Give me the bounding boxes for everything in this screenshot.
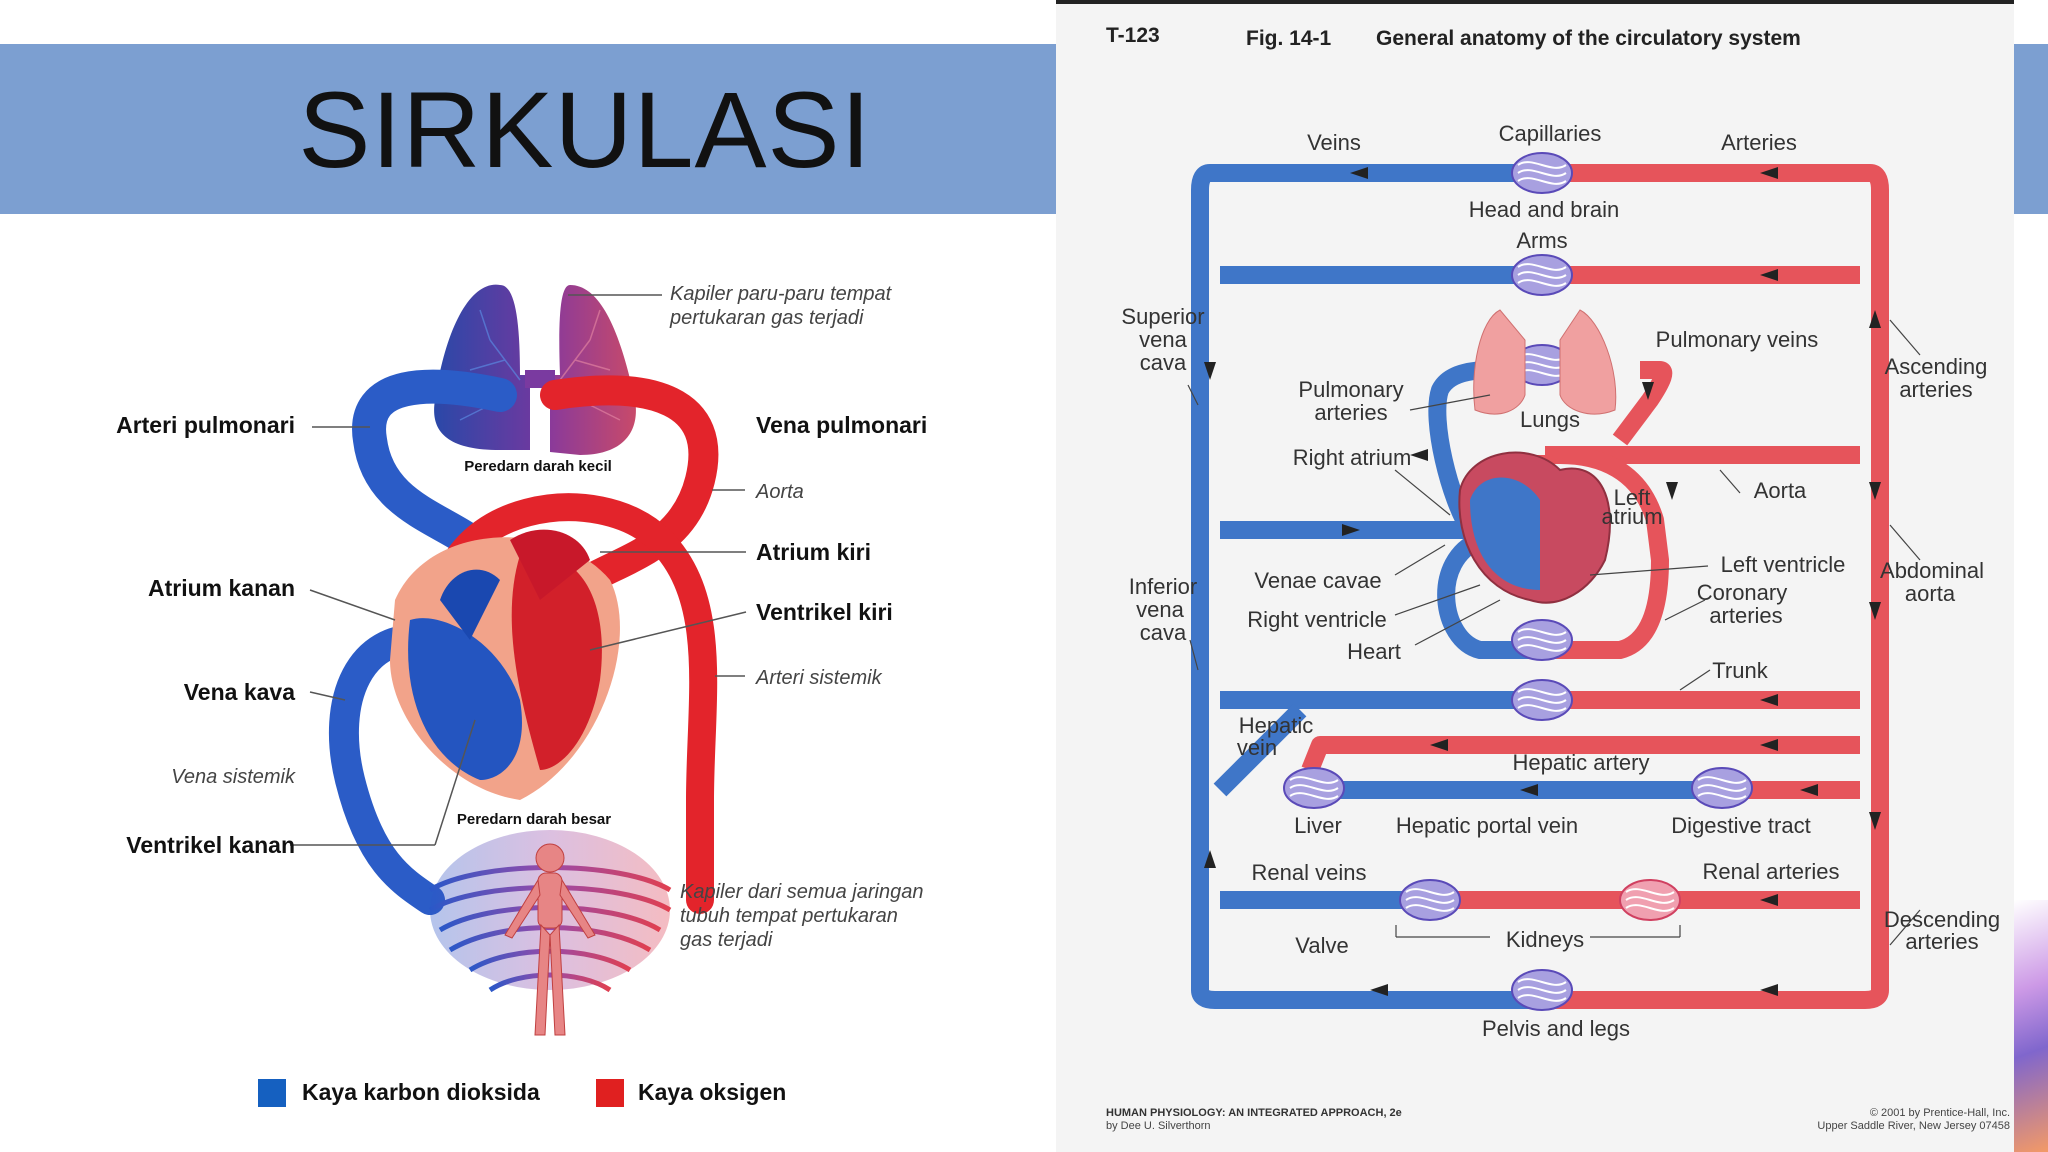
label-inferior-3: cava — [1140, 620, 1187, 645]
label-kapiler-jaringan-3: gas terjadi — [680, 929, 773, 951]
label-liver: Liver — [1294, 813, 1342, 838]
footer-copyright: © 2001 by Prentice-Hall, Inc. — [1870, 1107, 2010, 1119]
label-hepatic-vein-2: vein — [1237, 735, 1277, 760]
footer-author: by Dee U. Silverthorn — [1106, 1120, 1211, 1132]
label-inferior-1: Inferior — [1129, 574, 1197, 599]
label-left-atrium-1: Left — [1614, 485, 1651, 510]
label-capillaries: Capillaries — [1499, 121, 1602, 146]
label-digestive-tract: Digestive tract — [1671, 813, 1810, 838]
label-kapiler-paru-2: pertukaran gas terjadi — [669, 307, 864, 329]
label-valve: Valve — [1295, 933, 1348, 958]
label-arteri-pulmonari: Arteri pulmonari — [116, 412, 295, 438]
heart-circulation-diagram: Kapiler paru-paru tempat pertukaran gas … — [116, 283, 927, 1107]
left-ventricle — [511, 553, 602, 770]
label-ventrikel-kanan: Ventrikel kanan — [126, 832, 295, 858]
circulatory-system-figure: T-123 Fig. 14-1 General anatomy of the c… — [1106, 24, 2010, 1132]
figure-number: Fig. 14-1 — [1246, 27, 1332, 50]
footer-book: HUMAN PHYSIOLOGY: AN INTEGRATED APPROACH… — [1106, 1107, 1402, 1119]
label-coronary-2: arteries — [1709, 603, 1782, 628]
label-heart: Heart — [1347, 639, 1401, 664]
lung-left-icon — [1473, 309, 1526, 415]
label-vena-pulmonari: Vena pulmonari — [756, 412, 927, 438]
label-descending-2: arteries — [1905, 929, 1978, 954]
right-ventricle — [408, 618, 522, 780]
label-hepatic-artery: Hepatic artery — [1513, 750, 1650, 775]
label-superior-1: Superior — [1121, 304, 1204, 329]
label-aorta: Aorta — [1754, 478, 1807, 503]
label-arteri-sistemik: Arteri sistemik — [755, 667, 883, 689]
label-superior-2: vena — [1139, 327, 1187, 352]
label-right-ventricle: Right ventricle — [1247, 607, 1386, 632]
label-coronary-1: Coronary — [1697, 580, 1787, 605]
label-hepatic-portal-vein: Hepatic portal vein — [1396, 813, 1578, 838]
lung-right-icon — [1559, 309, 1617, 415]
label-atrium-kanan: Atrium kanan — [148, 575, 295, 601]
label-aorta: Aorta — [755, 481, 804, 503]
label-descending-1: Descending — [1884, 907, 2000, 932]
label-abdominal-2: aorta — [1905, 581, 1956, 606]
vena-cava-vessel — [328, 624, 445, 915]
label-left-ventricle: Left ventricle — [1721, 552, 1846, 577]
label-arteries: Arteries — [1721, 130, 1797, 155]
label-kapiler-jaringan-1: Kapiler dari semua jaringan — [680, 881, 923, 903]
label-pulmonary-veins: Pulmonary veins — [1656, 327, 1819, 352]
label-pulmonary-arteries-2: arteries — [1314, 400, 1387, 425]
label-vena-sistemik: Vena sistemik — [171, 766, 296, 788]
label-trunk: Trunk — [1712, 658, 1768, 683]
label-peredaran-besar: Peredarn darah besar — [457, 811, 611, 828]
title-band-edge — [2014, 44, 2048, 214]
label-head-brain: Head and brain — [1469, 197, 1619, 222]
legend-swatch-red — [596, 1079, 624, 1107]
label-kapiler-jaringan-2: tubuh tempat pertukaran — [680, 905, 898, 927]
figure-title: General anatomy of the circulatory syste… — [1376, 27, 1801, 50]
legend-label-co2: Kaya karbon dioksida — [302, 1079, 540, 1105]
label-abdominal-1: Abdominal — [1880, 558, 1984, 583]
label-ascending-2: arteries — [1899, 377, 1972, 402]
label-kidneys: Kidneys — [1506, 927, 1584, 952]
figure-panel: T-123 Fig. 14-1 General anatomy of the c… — [1056, 0, 2014, 1152]
left-atrium — [510, 529, 590, 600]
legend-swatch-blue — [258, 1079, 286, 1107]
label-atrium-kiri: Atrium kiri — [756, 539, 871, 565]
slide-title: SIRKULASI — [298, 68, 872, 190]
pulmonary-vein-vessel — [540, 375, 719, 615]
label-ascending-1: Ascending — [1885, 354, 1988, 379]
label-peredaran-kecil: Peredarn darah kecil — [464, 458, 612, 475]
label-pelvis-legs: Pelvis and legs — [1482, 1016, 1630, 1041]
label-kapiler-paru-1: Kapiler paru-paru tempat — [670, 283, 893, 305]
decorative-corner-graphic — [2014, 900, 2048, 1152]
aorta-vessel — [426, 493, 718, 914]
label-ventrikel-kiri: Ventrikel kiri — [756, 599, 893, 625]
label-vena-kava: Vena kava — [184, 679, 295, 705]
label-pulmonary-arteries-1: Pulmonary — [1298, 377, 1403, 402]
label-left-atrium-2: atrium — [1601, 504, 1662, 529]
human-figure — [504, 843, 596, 1036]
label-inferior-2: vena — [1136, 597, 1184, 622]
right-lung — [550, 285, 636, 455]
label-hepatic-vein-1: Hepatic — [1239, 713, 1314, 738]
label-venae-cavae: Venae cavae — [1254, 568, 1381, 593]
label-superior-3: cava — [1140, 350, 1187, 375]
label-arms: Arms — [1516, 228, 1567, 253]
label-renal-veins: Renal veins — [1252, 860, 1367, 885]
title-band — [0, 44, 1056, 214]
label-lungs: Lungs — [1520, 407, 1580, 432]
label-right-atrium: Right atrium — [1293, 445, 1412, 470]
footer-publisher: Upper Saddle River, New Jersey 07458 — [1817, 1120, 2010, 1132]
figure-code: T-123 — [1106, 24, 1160, 47]
legend-label-o2: Kaya oksigen — [638, 1079, 786, 1105]
label-renal-arteries: Renal arteries — [1703, 859, 1840, 884]
label-veins: Veins — [1307, 130, 1361, 155]
